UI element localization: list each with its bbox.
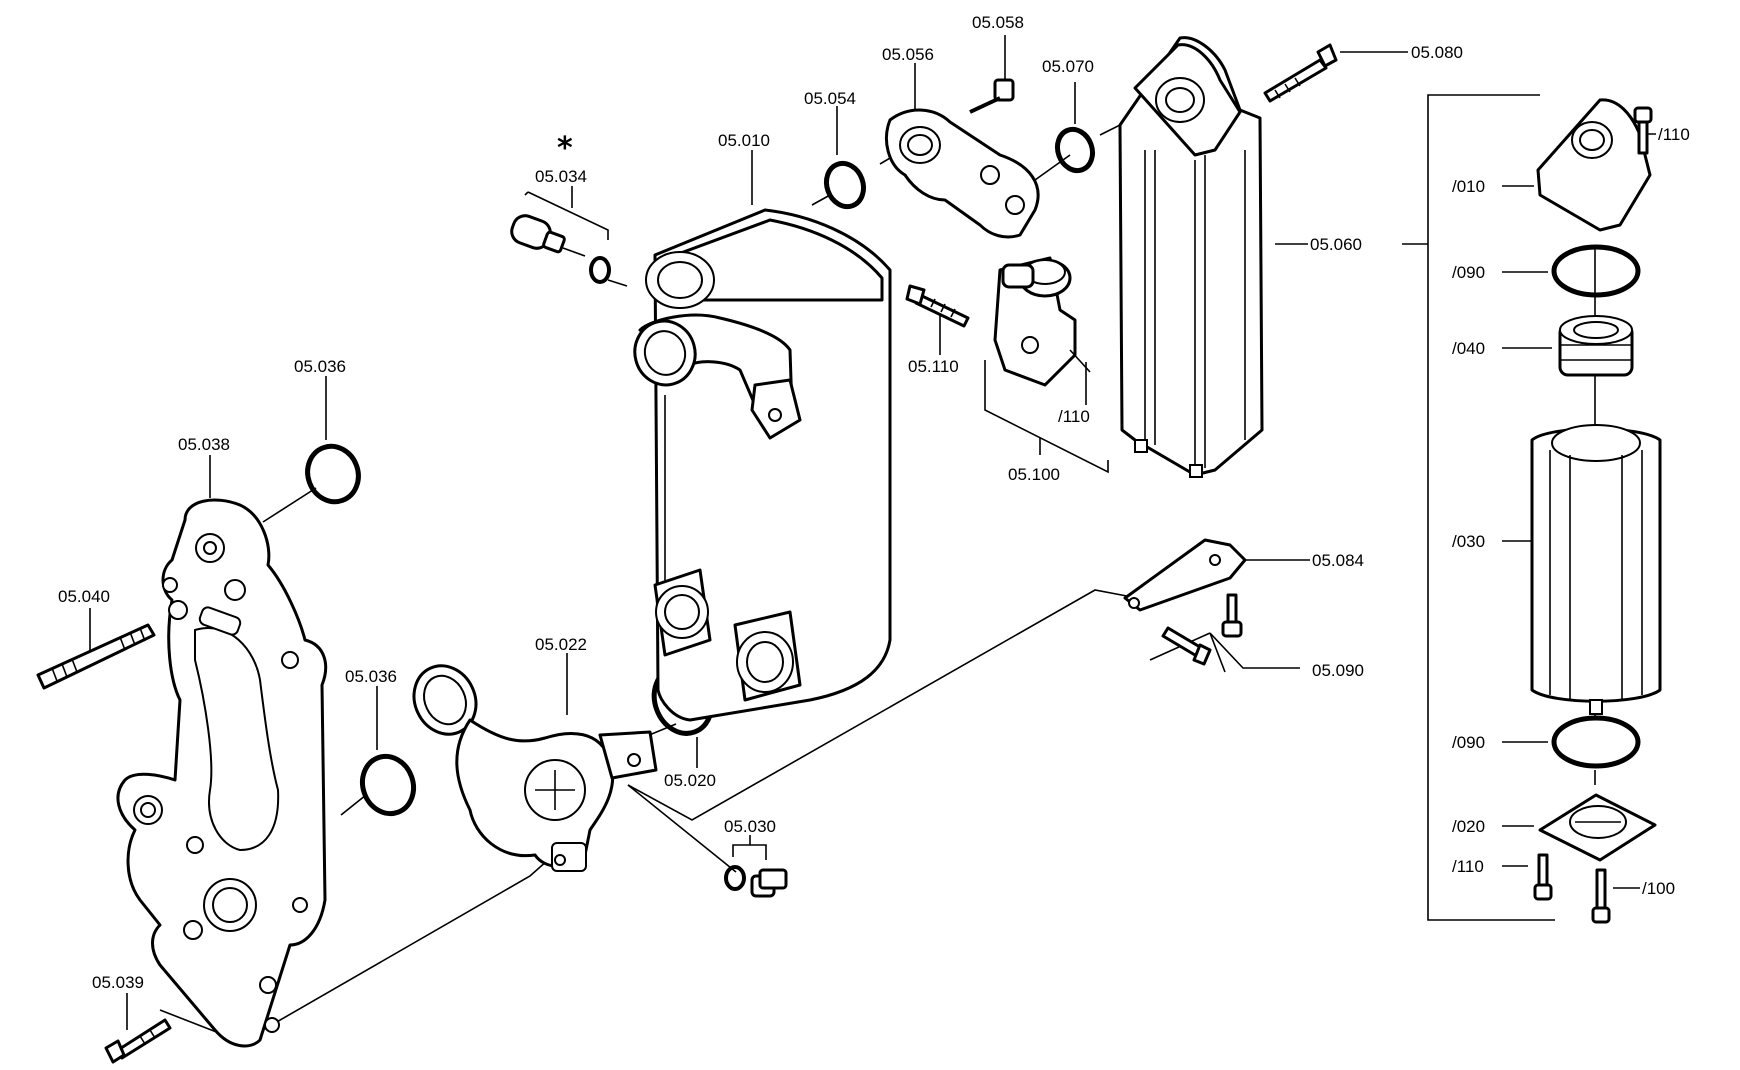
label-110-bottom: /110 [1452, 857, 1484, 876]
label-05-054: 05.054 [804, 89, 856, 108]
label-05-090: 05.090 [1312, 661, 1364, 680]
label-010: /010 [1452, 177, 1485, 196]
valve-05-100-part [993, 256, 1091, 387]
o-ring-05-070-part [1054, 126, 1096, 174]
bolt-110-bottom-part [1533, 853, 1553, 901]
label-05-110: 05.110 [908, 357, 959, 376]
label-05-080: 05.080 [1411, 43, 1463, 62]
label-05-060: 05.060 [1310, 235, 1362, 254]
bolt-05-039-part [104, 1018, 172, 1064]
bolt-100-part [1591, 868, 1611, 924]
label-020: /020 [1452, 817, 1485, 836]
label-05-010: 05.010 [718, 131, 770, 150]
base-020-part [1538, 793, 1657, 862]
connector-05-022-part [412, 664, 658, 872]
label-05-040: 05.040 [58, 587, 110, 606]
flange-05-056-part [885, 108, 1040, 239]
label-05-100: 05.100 [1008, 465, 1060, 484]
label-05-058: 05.058 [972, 13, 1024, 32]
cartridge-030-part [1530, 424, 1662, 715]
label-040: /040 [1452, 339, 1485, 358]
o-ring-090-top-part [1551, 244, 1641, 298]
label-05-036-top: 05.036 [294, 357, 346, 376]
label-030: /030 [1452, 532, 1485, 551]
element-040-part [1558, 315, 1634, 377]
label-05-020: 05.020 [664, 771, 716, 790]
sensor-05-034-part [510, 214, 611, 284]
stud-05-040-part [36, 623, 156, 690]
cover-010-part [1536, 98, 1652, 232]
bolt-05-080-part [1263, 43, 1338, 103]
label-05-056: 05.056 [882, 45, 934, 64]
label-05-039: 05.039 [92, 973, 144, 992]
bolt-05-110-part [905, 284, 970, 328]
o-ring-05-054-part [823, 160, 867, 210]
label-090-bottom: /090 [1452, 733, 1485, 752]
label-05-022: 05.022 [535, 635, 587, 654]
label-05-070: 05.070 [1042, 57, 1094, 76]
label-100: /100 [1642, 879, 1675, 898]
bolt-110-top-part [1633, 106, 1653, 155]
star-mark: * [557, 131, 573, 166]
screw-05-058-part [969, 78, 1015, 114]
bracket-05-084-part [1123, 538, 1247, 612]
o-ring-05-036-bottom-part [359, 753, 417, 817]
label-110-valve: /110 [1058, 407, 1090, 426]
bolts-05-090-part [1161, 593, 1243, 666]
o-ring-05-036-top-part [305, 443, 361, 505]
label-05-030: 05.030 [724, 817, 776, 836]
label-110-top: /110 [1658, 125, 1690, 144]
plug-05-030-part [724, 865, 788, 898]
part-labels: * 05.034 05.010 05.054 05.056 05.058 05.… [58, 13, 1690, 992]
label-05-084: 05.084 [1312, 551, 1364, 570]
label-05-034: 05.034 [535, 167, 587, 186]
label-05-038: 05.038 [178, 435, 230, 454]
o-ring-090-bottom-part [1551, 715, 1641, 769]
housing-05-038-part [116, 498, 328, 1048]
label-090-top: /090 [1452, 263, 1485, 282]
cooler-05-010-part [633, 208, 892, 722]
filter-housing-05-060-part [1118, 36, 1264, 478]
label-05-036-bottom: 05.036 [345, 667, 397, 686]
